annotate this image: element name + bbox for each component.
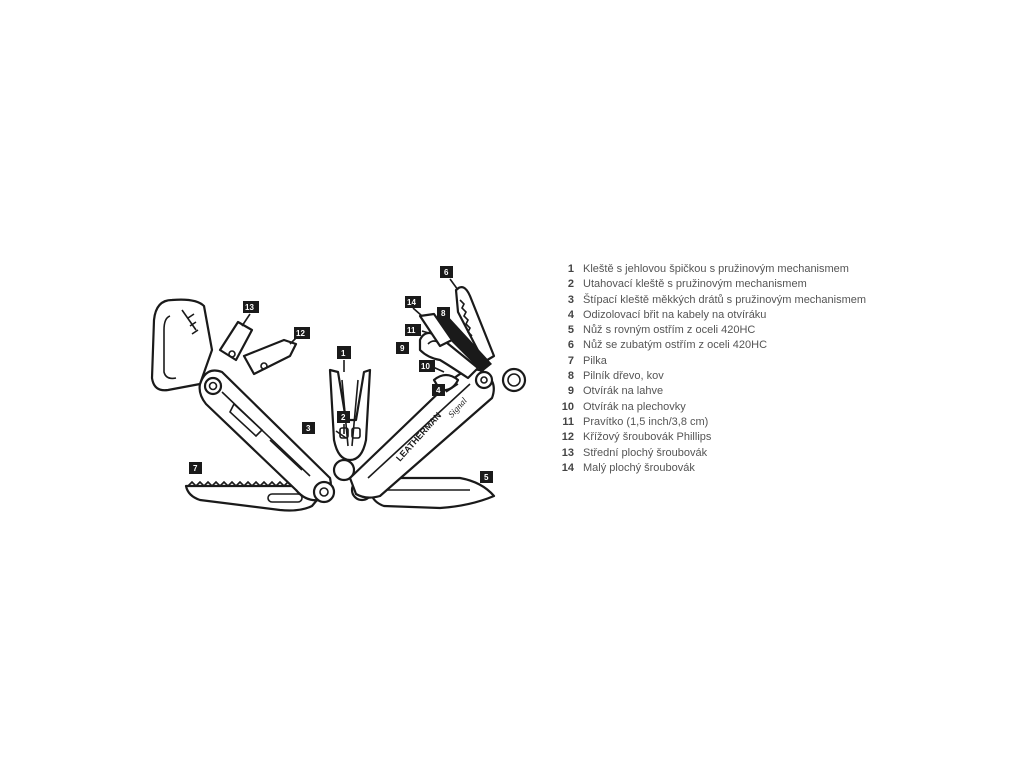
callout-8: 8 bbox=[437, 307, 450, 319]
legend-label: Pravítko (1,5 inch/3,8 cm) bbox=[583, 415, 709, 428]
small-flat-screwdriver-tool bbox=[418, 312, 454, 348]
legend-list: 1 Kleště s jehlovou špičkou s pružinovým … bbox=[560, 262, 1000, 476]
svg-text:4: 4 bbox=[436, 386, 441, 395]
legend-label: Štípací kleště měkkých drátů s pružinový… bbox=[583, 293, 867, 306]
legend-label: Střední plochý šroubovák bbox=[583, 446, 708, 459]
callout-4: 4 bbox=[432, 384, 445, 396]
legend-label: Kleště s jehlovou špičkou s pružinovým m… bbox=[583, 263, 849, 275]
phillips-screwdriver-tool bbox=[242, 338, 298, 376]
legend-number: 2 bbox=[567, 278, 574, 291]
legend-item: 9 Otvírák na lahve bbox=[560, 384, 1000, 399]
callout-5: 5 bbox=[480, 471, 493, 483]
legend-number: 8 bbox=[567, 370, 574, 383]
saw-tool bbox=[184, 480, 324, 512]
file-tool bbox=[430, 314, 492, 372]
legend-number: 6 bbox=[567, 339, 574, 352]
legend-item: 5 Nůž s rovným ostřím z oceli 420HC bbox=[560, 323, 1000, 338]
svg-text:13: 13 bbox=[245, 303, 254, 312]
callout-14: 14 bbox=[405, 296, 421, 308]
legend-number: 4 bbox=[567, 308, 574, 321]
callout-13: 13 bbox=[243, 301, 259, 313]
pliers-tool bbox=[328, 368, 372, 482]
legend-number: 3 bbox=[567, 293, 574, 306]
legend-item: 11 Pravítko (1,5 inch/3,8 cm) bbox=[560, 415, 1000, 430]
legend-number: 12 bbox=[561, 431, 574, 444]
legend-label: Nůž se zubatým ostřím z oceli 420HC bbox=[583, 339, 768, 352]
callout-11: 11 bbox=[405, 324, 421, 336]
callout-1: 1 bbox=[337, 346, 351, 359]
callout-12: 12 bbox=[294, 327, 310, 339]
legend-item: 12 Křížový šroubovák Phillips bbox=[560, 430, 1000, 445]
callout-6: 6 bbox=[440, 266, 453, 278]
svg-text:3: 3 bbox=[306, 424, 311, 433]
legend-number: 5 bbox=[567, 324, 574, 337]
callout-7: 7 bbox=[189, 462, 202, 474]
legend-item: 1 Kleště s jehlovou špičkou s pružinovým … bbox=[560, 262, 1000, 277]
legend-label: Malý plochý šroubovák bbox=[583, 461, 695, 474]
legend-number: 7 bbox=[567, 354, 574, 367]
legend-label: Pilka bbox=[583, 354, 607, 367]
svg-text:10: 10 bbox=[421, 362, 430, 371]
svg-text:6: 6 bbox=[444, 268, 449, 277]
carabiner-tool bbox=[150, 298, 214, 392]
svg-text:2: 2 bbox=[341, 413, 346, 422]
legend-item: 8 Pilník dřevo, kov bbox=[560, 369, 1000, 384]
pivot-left bbox=[312, 480, 336, 504]
svg-text:12: 12 bbox=[296, 329, 305, 338]
legend-label: Pilník dřevo, kov bbox=[583, 370, 664, 383]
callout-9: 9 bbox=[396, 342, 409, 354]
callout-3: 3 bbox=[302, 422, 315, 434]
legend-label: Odizolovací břit na kabely na otvíráku bbox=[583, 308, 767, 321]
legend-label: Otvírák na lahve bbox=[583, 385, 664, 398]
svg-text:5: 5 bbox=[484, 473, 489, 482]
callout-10: 10 bbox=[419, 360, 435, 372]
legend-item: 7 Pilka bbox=[560, 354, 1000, 369]
medium-flat-screwdriver-tool bbox=[218, 320, 254, 362]
straight-knife-tool bbox=[368, 476, 496, 510]
callout-2: 2 bbox=[337, 411, 350, 423]
svg-text:11: 11 bbox=[407, 326, 416, 335]
legend-number: 13 bbox=[561, 446, 574, 459]
lanyard-ring bbox=[501, 367, 527, 393]
svg-text:1: 1 bbox=[341, 349, 346, 358]
legend-item: 13 Střední plochý šroubovák bbox=[560, 446, 1000, 461]
svg-text:8: 8 bbox=[441, 309, 446, 318]
legend-item: 2 Utahovací kleště s pružinovým mechanism… bbox=[560, 277, 1000, 292]
legend-item: 10 Otvírák na plechovky bbox=[560, 400, 1000, 415]
legend-number: 11 bbox=[562, 415, 574, 428]
legend-number: 10 bbox=[561, 400, 574, 413]
legend-label: Křížový šroubovák Phillips bbox=[583, 431, 712, 444]
legend-label: Nůž s rovným ostřím z oceli 420HC bbox=[583, 324, 756, 337]
legend-item: 6 Nůž se zubatým ostřím z oceli 420HC bbox=[560, 338, 1000, 353]
svg-text:7: 7 bbox=[193, 464, 198, 473]
legend-number: 1 bbox=[567, 263, 574, 275]
svg-text:14: 14 bbox=[407, 298, 416, 307]
legend-number: 14 bbox=[561, 461, 574, 474]
callout-leaders bbox=[241, 278, 459, 439]
legend-item: 4 Odizolovací břit na kabely na otvíráku bbox=[560, 308, 1000, 323]
legend-item: 14 Malý plochý šroubovák bbox=[560, 461, 1000, 476]
left-handle bbox=[198, 369, 332, 502]
legend-label: Utahovací kleště s pružinovým mechanisme… bbox=[583, 278, 807, 291]
legend-item: 3 Štípací kleště měkkých drátů s pružinov… bbox=[560, 293, 1000, 308]
legend-label: Otvírák na plechovky bbox=[583, 400, 686, 413]
legend-number: 9 bbox=[567, 385, 574, 398]
svg-text:9: 9 bbox=[400, 344, 405, 353]
